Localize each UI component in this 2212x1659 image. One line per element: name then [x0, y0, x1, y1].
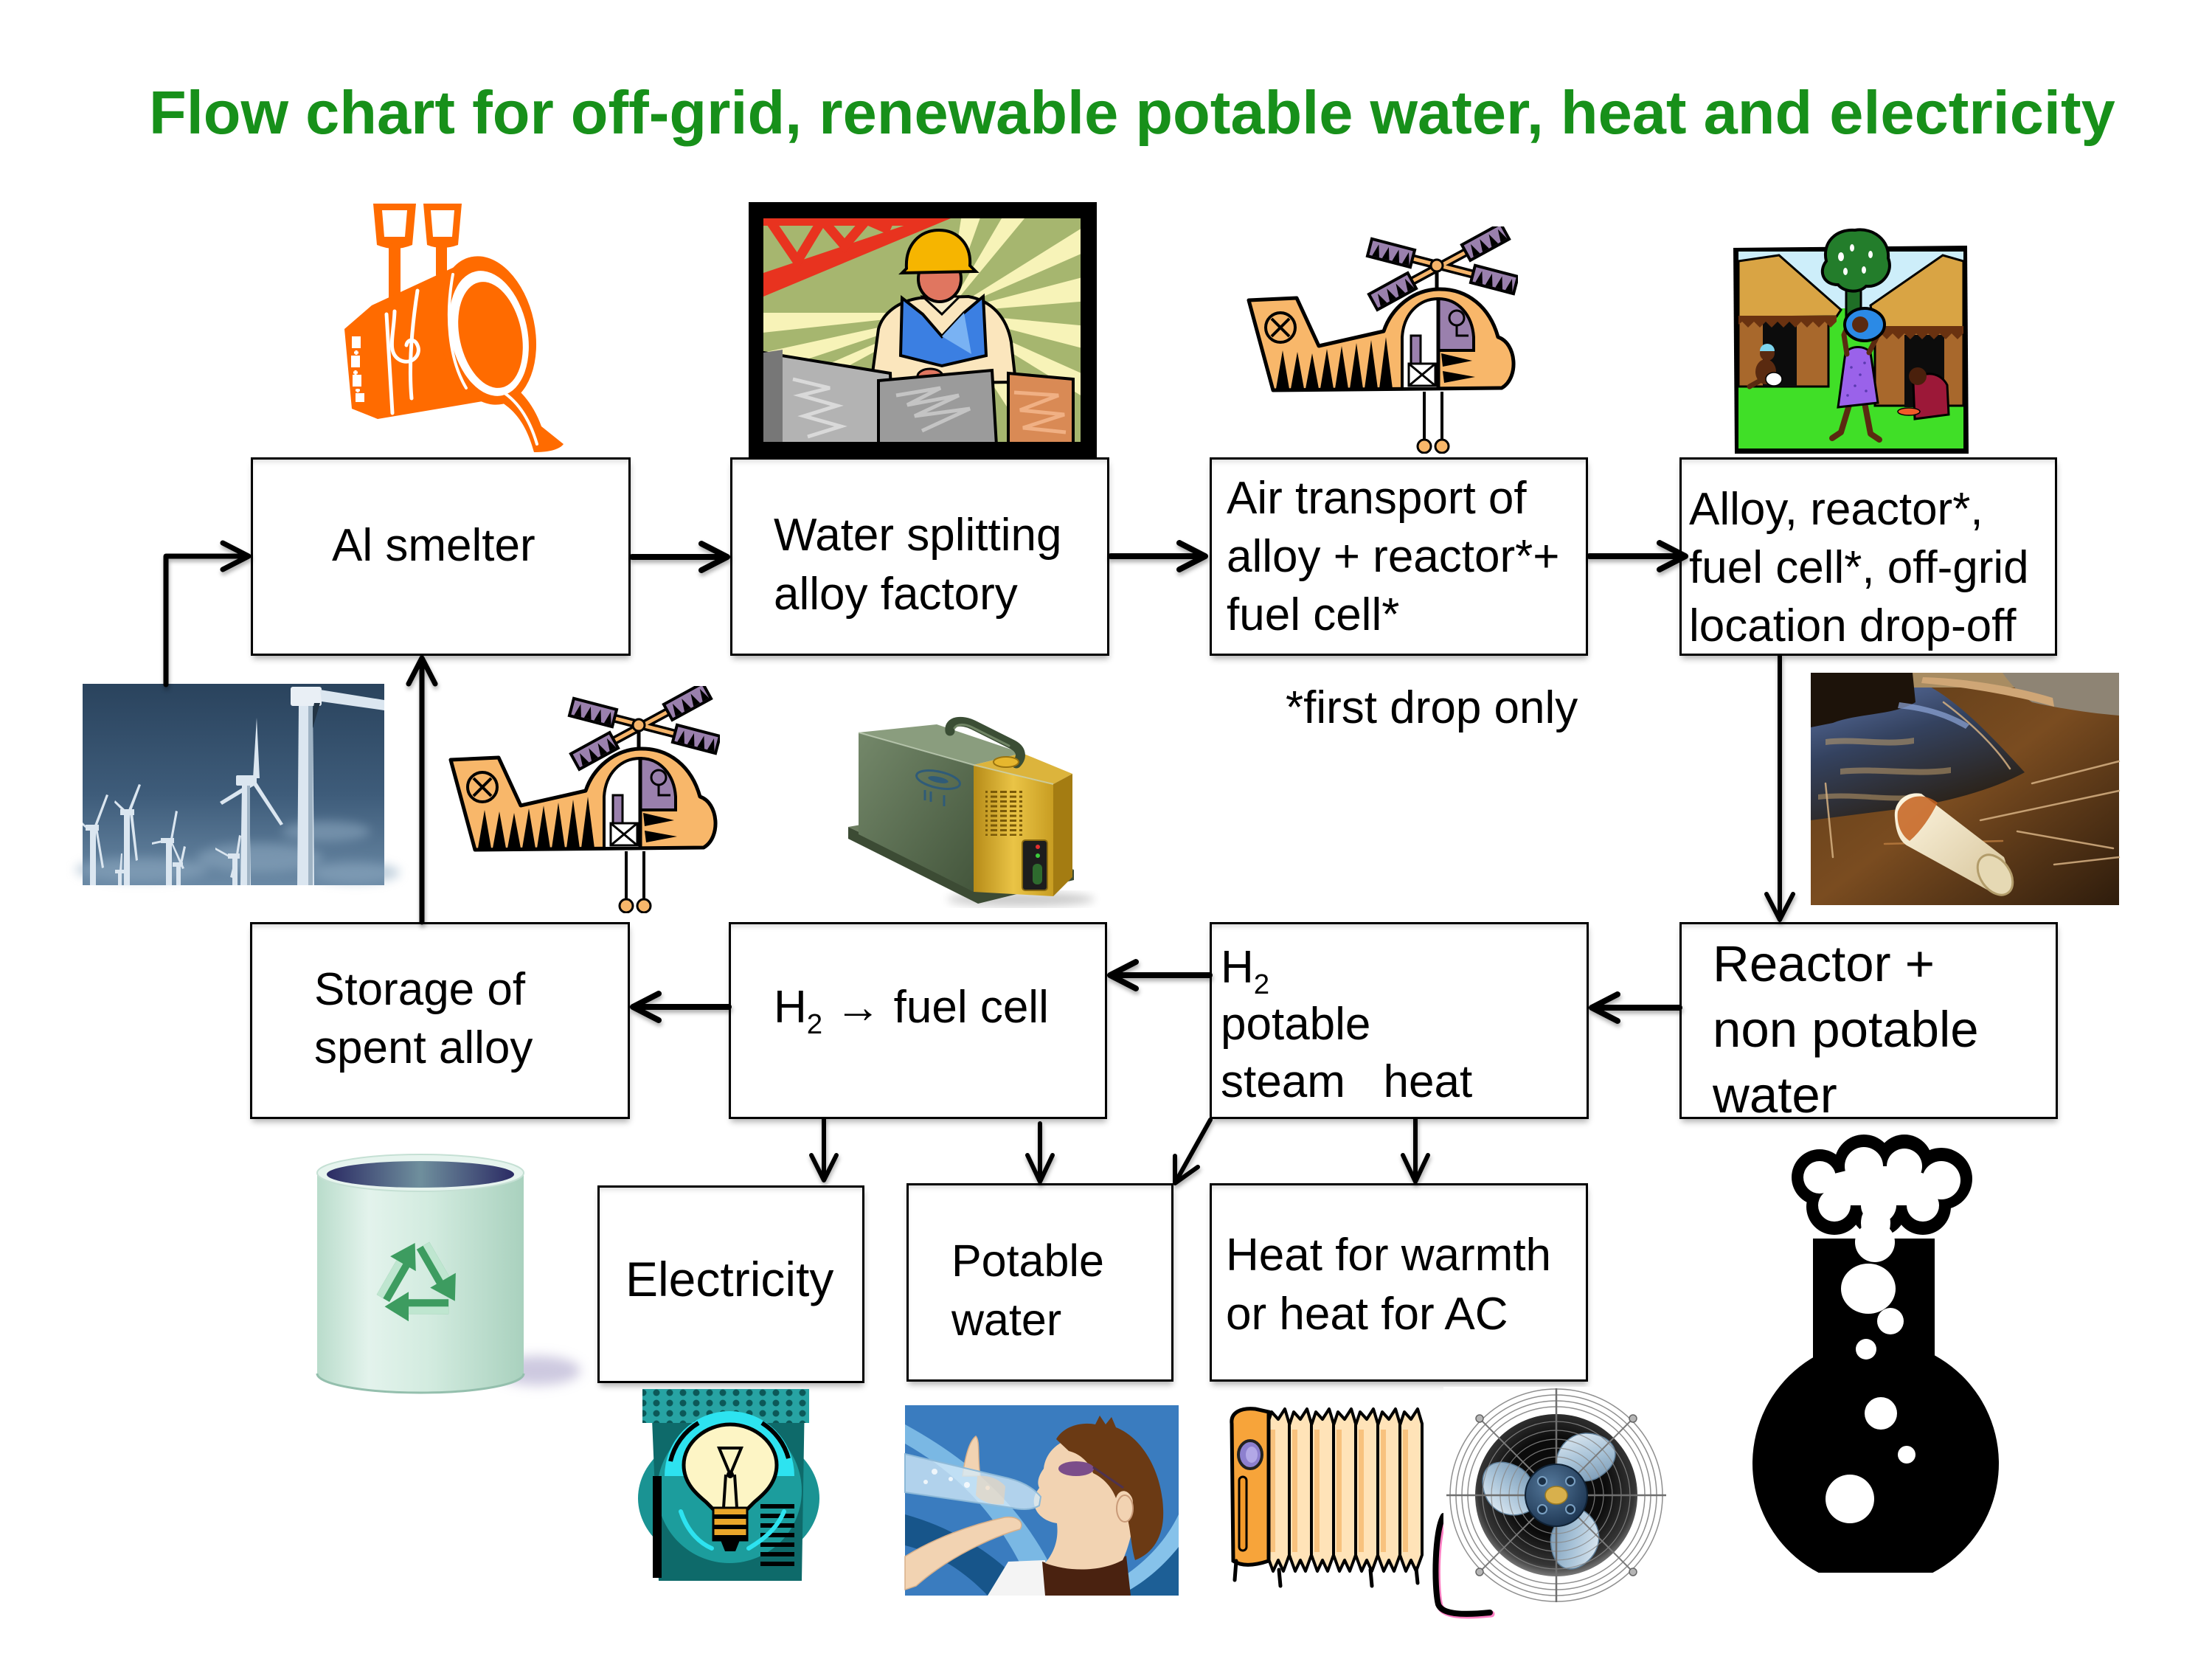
- arrow-wind-farm-to-al-smelter: [163, 540, 252, 688]
- label-line: alloy factory: [774, 568, 1018, 620]
- arrow-reactor-outputs-to-potable-water: [1173, 1118, 1213, 1185]
- box-drop-off: Alloy, reactor*, fuel cell*, off-grid lo…: [1679, 457, 2057, 656]
- reactor-outputs-label: H2 potable steam heat: [1221, 939, 1472, 1111]
- off-grid-village-image: [1733, 228, 1969, 454]
- label-line: Storage of: [314, 964, 526, 1015]
- arrow-air-transport-to-drop-off: [1587, 540, 1688, 572]
- light-bulb-icon: [638, 1389, 819, 1581]
- label-line: Potable: [951, 1235, 1104, 1286]
- helicopter-delivery-icon: [1245, 226, 1518, 454]
- spent-alloy-storage-label: Storage of spent alloy: [314, 960, 533, 1077]
- label-line: water: [1713, 1066, 1837, 1123]
- arrow-drop-off-to-reactor: [1764, 654, 1795, 922]
- radiator-heater-icon: [1230, 1407, 1424, 1588]
- al-smelter-label: Al smelter: [332, 516, 535, 575]
- cooling-fan-icon: [1443, 1387, 1671, 1604]
- label-line: non potable: [1713, 1000, 1979, 1058]
- fuel-cell-text: fuel cell: [893, 981, 1049, 1033]
- bubbling-flask-icon: [1752, 1135, 1999, 1573]
- label-line: Alloy, reactor*,: [1689, 484, 1983, 535]
- hydrogen-symbol: H: [774, 981, 807, 1033]
- smelter-ladle-icon: [344, 204, 564, 452]
- drop-off-label: Alloy, reactor*, fuel cell*, off-grid lo…: [1689, 480, 2029, 655]
- label-line: water: [951, 1294, 1062, 1345]
- box-air-transport: Air transport of alloy + reactor*+ fuel …: [1210, 457, 1588, 656]
- label-line: Reactor +: [1713, 935, 1935, 992]
- arrow-water-splitting-to-air-transport: [1108, 540, 1208, 572]
- helicopter-return-icon: [447, 686, 720, 913]
- hydrogen-subscript: 2: [1253, 969, 1270, 1001]
- box-reactor: Reactor + non potable water: [1679, 922, 2058, 1123]
- polluted-stream-photo: [1811, 673, 2121, 905]
- potable-water-label: Potable water: [951, 1231, 1104, 1349]
- label-line: Water splitting: [774, 509, 1062, 561]
- arrow-reactor-to-reactor-outputs: [1589, 991, 1682, 1024]
- arrow-storage-to-al-smelter: [406, 655, 438, 925]
- arrow-al-smelter-to-water-splitting: [629, 541, 730, 573]
- power-cord-icon: [1432, 1513, 1495, 1619]
- water-splitting-factory-label: Water splitting alloy factory: [774, 506, 1062, 624]
- label-line: spent alloy: [314, 1022, 533, 1073]
- box-fuel-cell: H2 → fuel cell: [729, 922, 1107, 1119]
- arrow-fuel-cell-to-storage: [630, 991, 732, 1023]
- box-al-smelter: Al smelter: [251, 457, 631, 656]
- reaction-arrow: →: [835, 981, 881, 1033]
- hydrogen-formula: H2: [1221, 939, 1472, 1001]
- reactor-label: Reactor + non potable water: [1713, 931, 1979, 1128]
- label-line: Electricity: [625, 1252, 834, 1307]
- arrow-reactor-outputs-to-fuel-cell: [1107, 959, 1213, 991]
- label-line: potable: [1221, 999, 1371, 1050]
- label-line: Air transport of: [1227, 473, 1527, 524]
- label-line: alloy + reactor*+: [1227, 531, 1560, 582]
- drinking-water-image: [904, 1405, 1179, 1596]
- hydrogen-subscript: 2: [806, 1008, 823, 1040]
- arrow-fuel-cell-to-potable-water: [1025, 1121, 1055, 1184]
- arrow-reactor-outputs-to-heat: [1401, 1117, 1430, 1184]
- label-line: fuel cell*, off-grid: [1689, 542, 2029, 593]
- label-line: Heat for warmth: [1226, 1229, 1552, 1281]
- footnote: *first drop only: [1286, 682, 1578, 733]
- label-line: location drop-off: [1689, 600, 2017, 651]
- label-line: fuel cell*: [1227, 589, 1400, 640]
- wind-turbines-photo: [75, 684, 400, 885]
- fuel-cell-unit-icon: [848, 716, 1095, 907]
- factory-worker-image: [749, 202, 1097, 458]
- box-potable-water: Potable water: [906, 1183, 1173, 1382]
- label-line: steam heat: [1221, 1056, 1473, 1107]
- label-line: Al smelter: [332, 519, 535, 571]
- page-title: Flow chart for off-grid, renewable potab…: [149, 78, 2115, 147]
- hydrogen-symbol: H: [1221, 941, 1254, 993]
- box-electricity: Electricity: [597, 1185, 864, 1383]
- electricity-label: Electricity: [625, 1250, 833, 1309]
- recycle-bin-icon: [316, 1154, 580, 1394]
- box-spent-alloy-storage: Storage of spent alloy: [250, 922, 630, 1119]
- fuel-cell-label: H2 → fuel cell: [774, 978, 1049, 1040]
- label-line: or heat for AC: [1226, 1288, 1508, 1340]
- box-reactor-outputs: H2 potable steam heat: [1210, 922, 1589, 1119]
- arrow-fuel-cell-to-electricity: [809, 1117, 839, 1182]
- box-heat: Heat for warmth or heat for AC: [1210, 1183, 1588, 1382]
- air-transport-label: Air transport of alloy + reactor*+ fuel …: [1227, 469, 1559, 644]
- box-water-splitting-factory: Water splitting alloy factory: [730, 457, 1109, 656]
- fuel-cell-equation: H2 → fuel cell: [774, 978, 1049, 1040]
- heat-label: Heat for warmth or heat for AC: [1226, 1226, 1551, 1344]
